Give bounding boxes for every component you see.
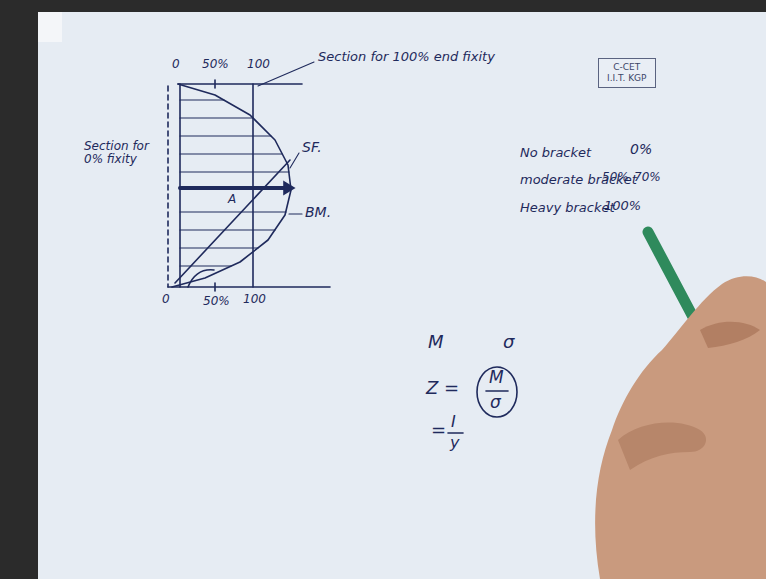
axis-value: 50% <box>203 295 230 308</box>
hatching <box>180 100 289 266</box>
bottom-fixity-line <box>168 286 330 288</box>
sf-leader <box>290 153 299 168</box>
bm-line <box>175 160 290 283</box>
formula: = <box>431 420 446 440</box>
note-value: 0% <box>630 142 652 157</box>
thick-arrow <box>180 186 284 190</box>
note-value: 100% <box>604 199 641 213</box>
formula: Z = <box>426 378 459 398</box>
logo-text: C-CET <box>607 62 647 73</box>
note: Heavy bracket <box>520 201 615 215</box>
axis-value: 0 <box>172 58 180 71</box>
axis-value: 100 <box>243 293 266 306</box>
tick <box>214 283 216 291</box>
fraction-bar <box>486 390 508 392</box>
logo-box: C-CETI.I.T. KGP <box>598 58 656 88</box>
formula: M <box>489 368 504 387</box>
hand-palm <box>595 276 766 579</box>
note: No bracket <box>520 146 591 160</box>
arrow-head <box>284 182 294 194</box>
moment-diagram <box>168 62 517 433</box>
section-note: Section for 0% fixity <box>84 140 162 166</box>
bm-leader <box>289 213 302 214</box>
paper-tab <box>38 12 62 42</box>
note-value: 50% <box>602 171 629 184</box>
note-value: 70% <box>634 171 661 184</box>
curve-label: BM. <box>305 205 331 220</box>
axis-value: 0 <box>162 293 170 306</box>
circle-mark <box>477 367 517 417</box>
hand <box>595 232 766 579</box>
small-arc <box>188 270 214 287</box>
full-fixity-line <box>252 84 254 287</box>
axis-value: 100 <box>247 58 270 71</box>
paper <box>38 12 766 579</box>
beam-line <box>179 84 181 287</box>
tick <box>214 80 216 88</box>
hand-finger <box>700 322 760 348</box>
formula: y <box>450 434 459 452</box>
hand-finger <box>618 423 706 470</box>
sf-curve <box>172 84 291 287</box>
zero-line <box>167 86 169 287</box>
logo-text: I.I.T. KGP <box>607 73 647 84</box>
top-fixity-line <box>178 83 302 85</box>
symbol: σ <box>503 332 514 352</box>
axis-value: 50% <box>202 58 229 71</box>
formula: σ <box>490 393 501 412</box>
symbol: M <box>428 332 444 352</box>
formula: I <box>451 413 456 431</box>
area-label: A <box>228 193 236 206</box>
curve-label: SF. <box>302 140 322 155</box>
section-note: Section for 100% end fixity <box>318 50 495 64</box>
